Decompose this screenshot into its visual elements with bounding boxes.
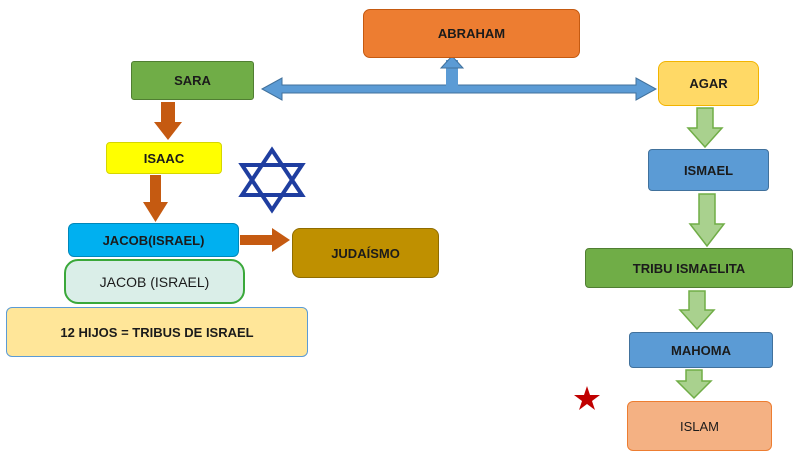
arrow-tribu-mahoma (678, 290, 716, 331)
arrow-ismael-tribu (688, 193, 726, 248)
mahoma-node: MAHOMA (629, 332, 773, 368)
arrow-sara-isaac (154, 102, 182, 140)
doce-hijos-node: 12 HIJOS = TRIBUS DE ISRAEL (6, 307, 308, 357)
jacob-israel-alt-node: JACOB (ISRAEL) (64, 259, 245, 304)
ismael-node: ISMAEL (648, 149, 769, 191)
arrow-isaac-jacob (143, 175, 168, 222)
isaac-node: ISAAC (106, 142, 222, 174)
judaismo-node: JUDAÍSMO (292, 228, 439, 278)
up-arrow-head-abraham (439, 55, 465, 69)
sara-node: SARA (131, 61, 254, 100)
tribu-ismaelita-node: TRIBU ISMAELITA (585, 248, 793, 288)
crescent-star-icon (556, 377, 604, 436)
arrow-jacob-judaismo (240, 228, 290, 252)
islam-node: ISLAM (627, 401, 772, 451)
star-of-david-icon (238, 146, 306, 214)
jacob-israel-node: JACOB(ISRAEL) (68, 223, 239, 257)
sara-agar-double-arrow (260, 77, 658, 101)
agar-node: AGAR (658, 61, 759, 106)
arrow-mahoma-islam (675, 369, 713, 400)
arrow-agar-ismael (686, 107, 724, 149)
abraham-node: ABRAHAM (363, 9, 580, 58)
